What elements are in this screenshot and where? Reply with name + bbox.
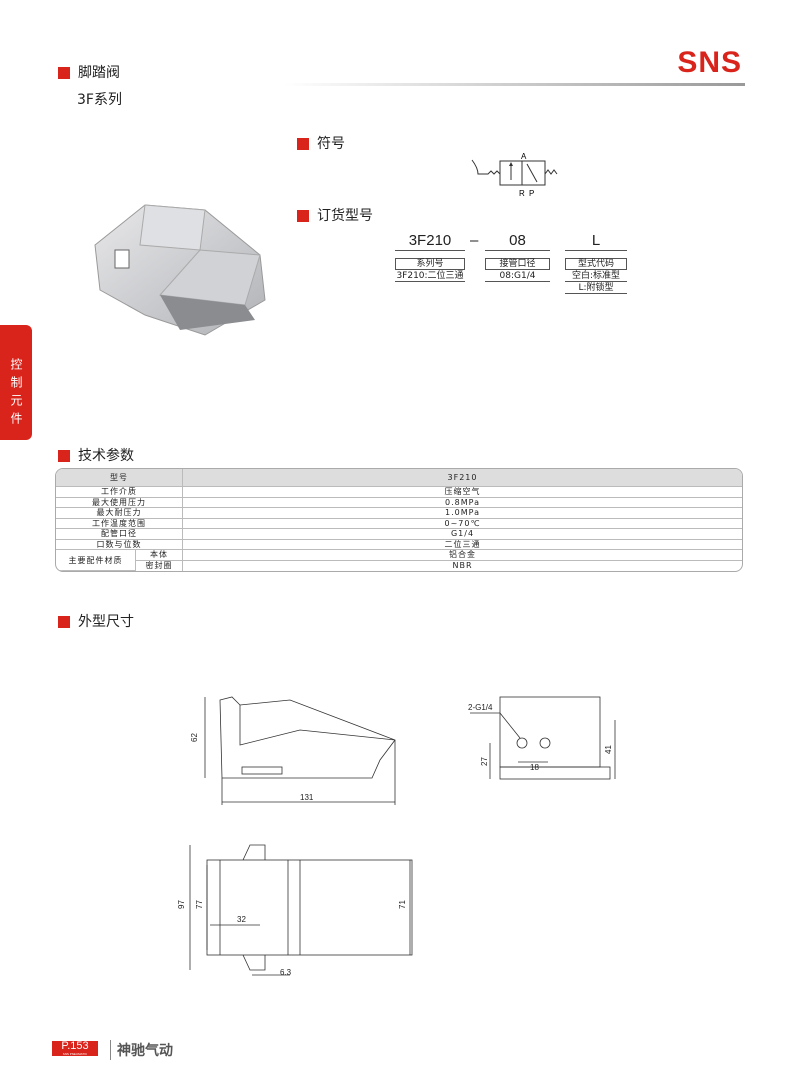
order-desc: 空白:标准型 [565,270,627,282]
row-label: 口数与位数 [56,539,183,550]
dim-label: 6.3 [280,968,292,977]
bullet-icon [58,450,70,462]
order-desc: 08:G1/4 [485,270,550,282]
page-number: P.153 [61,1040,89,1052]
row-value: 0~70℃ [183,519,742,529]
order-dash: – [470,232,479,249]
order-label: 接管口径 [485,258,550,270]
order-label: 型式代码 [565,258,627,270]
row-value: 铝合金 [183,550,742,561]
row-label: 最大耐压力 [56,508,183,519]
dim-label: 62 [189,733,199,742]
dimensions-heading: 外型尺寸 [58,611,134,631]
row-label: 本体 [136,550,183,561]
port-r-label: R [519,189,525,198]
order-part-type: L 型式代码 空白:标准型 L:附锁型 [565,232,627,294]
bullet-icon [58,616,70,628]
top-view-drawing [189,844,413,976]
dim-label: 41 [603,745,613,754]
symbol-heading: 符号 [297,133,345,153]
order-code: 08 [509,232,526,249]
dim-label: 71 [397,900,407,909]
foot-valve-photo [94,204,266,336]
header-cell: 型号 [56,469,183,487]
port-a-label: A [521,152,527,161]
header-divider [285,83,745,86]
table-row: 口数与位数二位三通 [56,539,742,550]
side-view-drawing [204,696,396,805]
order-label: 系列号 [395,258,465,270]
side-tab[interactable]: 控制元件 [0,325,32,440]
row-value: 0.8MPa [183,498,742,508]
bullet-icon [297,138,309,150]
row-label: 配管口径 [56,529,183,540]
order-code: L [591,232,601,249]
dim-label: 131 [300,793,314,802]
table-row: 密封圈 NBR [56,560,742,571]
front-view-drawing [470,696,616,780]
ordering-heading: 订货型号 [297,205,373,225]
dim-label: 97 [176,900,186,909]
row-label: 工作介质 [56,487,183,498]
header-cell: 3F210 [183,469,742,487]
table-row: 工作介质压缩空气 [56,487,742,498]
order-part-port: 08 接管口径 08:G1/4 [485,232,550,282]
dim-label: 77 [194,900,204,909]
heading-text: 订货型号 [317,208,373,224]
row-label: 工作温度范围 [56,518,183,529]
section-title: 脚踏阀 [58,62,120,82]
row-group-label: 主要配件材质 [56,550,136,571]
row-value: G1/4 [183,529,742,540]
page-sub: SNS PNEUMATIC [62,1052,88,1056]
row-label: 最大使用压力 [56,497,183,508]
title-text: 脚踏阀 [78,65,120,81]
row-value: 1.0MPa [183,508,742,519]
row-value: 二位三通 [183,540,742,550]
dim-label: 2-G1/4 [468,703,493,712]
bullet-icon [297,210,309,222]
heading-text: 外型尺寸 [78,614,134,630]
specs-heading: 技术参数 [58,445,134,465]
row-label: 密封圈 [136,560,183,571]
series-title: 3F系列 [77,92,122,108]
heading-text: 符号 [317,136,345,152]
order-desc: 3F210:二位三通 [395,271,465,282]
table-row: 主要配件材质本体铝合金 [56,550,742,571]
row-value: 压缩空气 [183,487,742,498]
row-value: NBR [452,561,473,571]
port-p-label: P [529,189,534,198]
dim-label: 27 [479,757,489,766]
order-code: 3F210 [408,232,452,249]
order-desc: L:附锁型 [565,282,627,294]
order-part-series: 3F210 系列号 3F210:二位三通 [395,232,465,282]
sns-logo: SNS [677,46,742,79]
brand-name: 神驰气动 [110,1040,173,1060]
heading-text: 技术参数 [78,448,134,464]
valve-symbol: A R P [471,152,558,198]
dim-label: 32 [237,915,246,924]
bullet-icon [58,67,70,79]
dim-label: 18 [530,763,539,772]
